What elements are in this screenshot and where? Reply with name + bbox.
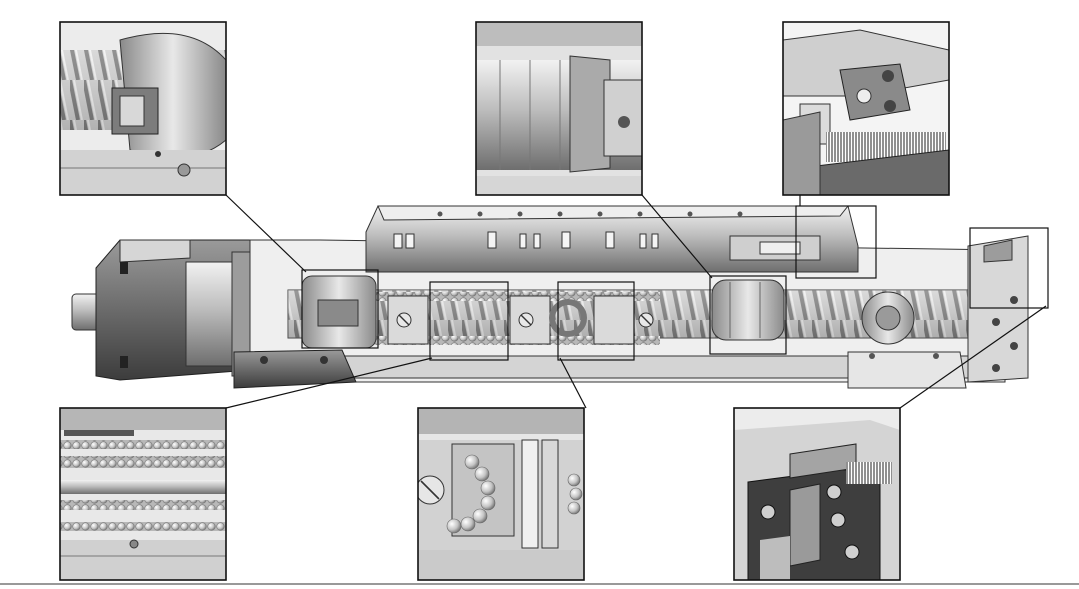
carriage-mounting-holes [437, 211, 743, 217]
inset-linear-guide-ball-rows-detail [59, 407, 227, 581]
leader-line-bottom-right [899, 305, 1047, 409]
recirculation-ball-chain [446, 454, 496, 534]
carriage-bolts [393, 231, 659, 249]
callout-box-screw-support [709, 275, 787, 355]
carriage [365, 205, 859, 273]
callout-box-carriage-seal [795, 205, 877, 279]
leader-line-bottom-center [559, 357, 587, 409]
leader-line-bottom-left [225, 357, 433, 409]
main-actuator [71, 205, 1029, 389]
inset-ball-recirculation-detail [417, 407, 585, 581]
callout-box-end-plate [969, 227, 1049, 309]
recirculation-block-2 [509, 295, 654, 345]
inset-end-plate-seal-detail [733, 407, 901, 581]
leader-line-top-left [225, 194, 307, 273]
callout-box-ball-nut [301, 269, 379, 349]
support-bearing [711, 279, 785, 341]
ball-nut [301, 275, 377, 349]
screw-end-nut [861, 291, 915, 345]
end-plate [967, 235, 1029, 383]
inset-screw-support-bearing-detail [475, 21, 643, 196]
callout-box-recirculation [557, 281, 635, 361]
leader-line-top-center [641, 194, 713, 279]
inset-carriage-end-seal-detail [782, 21, 950, 196]
inset-ball-nut-detail [59, 21, 227, 196]
callout-box-guide-balls [429, 281, 509, 361]
recirculation-block-1 [387, 295, 429, 345]
